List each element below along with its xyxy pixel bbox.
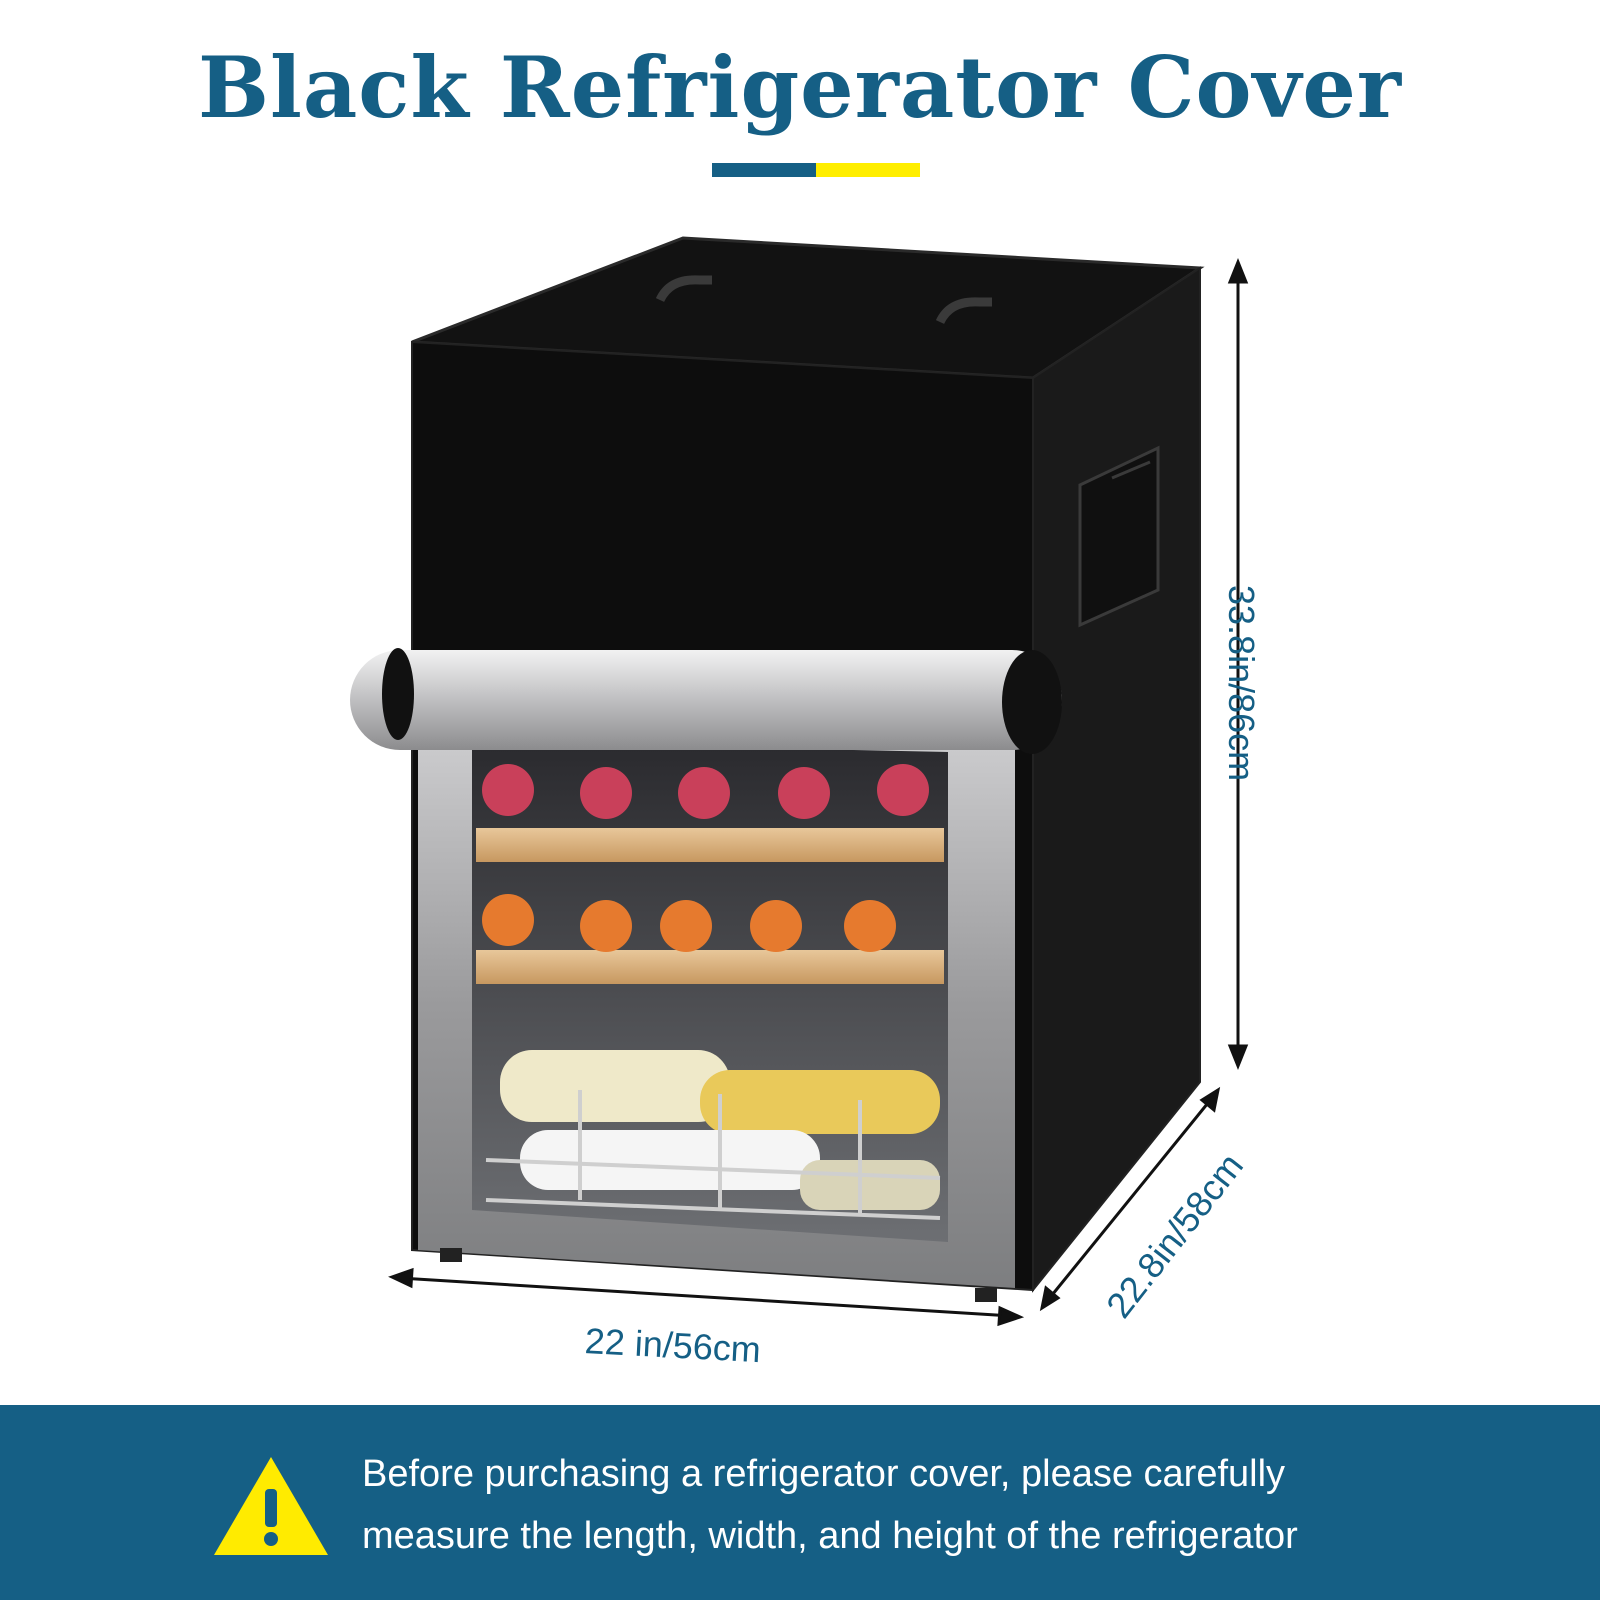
notice-line-1: Before purchasing a refrigerator cover, …: [362, 1453, 1286, 1495]
top-handle-right: [935, 297, 992, 325]
page-title: Black Refrigerator Cover: [197, 38, 1403, 137]
bottle-row-middle: [482, 894, 896, 952]
product-illustration: [0, 200, 1600, 1390]
side-pocket: [1078, 445, 1160, 628]
notice-text: Before purchasing a refrigerator cover, …: [362, 1443, 1562, 1567]
wine-shelf-middle: [476, 950, 944, 984]
underline-yellow-segment: [816, 163, 920, 177]
rolled-cover-flap: [350, 650, 1062, 750]
wire-rack: [485, 1090, 941, 1220]
underline-blue-segment: [712, 163, 816, 177]
notice-banner: Before purchasing a refrigerator cover, …: [0, 1405, 1600, 1600]
dimension-arrows: [388, 257, 1249, 1327]
warning-triangle-icon: [214, 1457, 328, 1555]
height-dimension-label: 33.8in/86cm: [1221, 585, 1262, 782]
bottle-row-top: [482, 764, 929, 819]
title-underline: [712, 163, 920, 177]
notice-line-2: measure the length, width, and height of…: [362, 1515, 1298, 1557]
cover-side: [1032, 266, 1201, 1293]
top-handle-left: [655, 275, 712, 303]
roll-end-cap: [1002, 650, 1062, 754]
wine-shelf-top: [476, 828, 944, 862]
refrigerator-cover-drawing: [350, 236, 1249, 1327]
